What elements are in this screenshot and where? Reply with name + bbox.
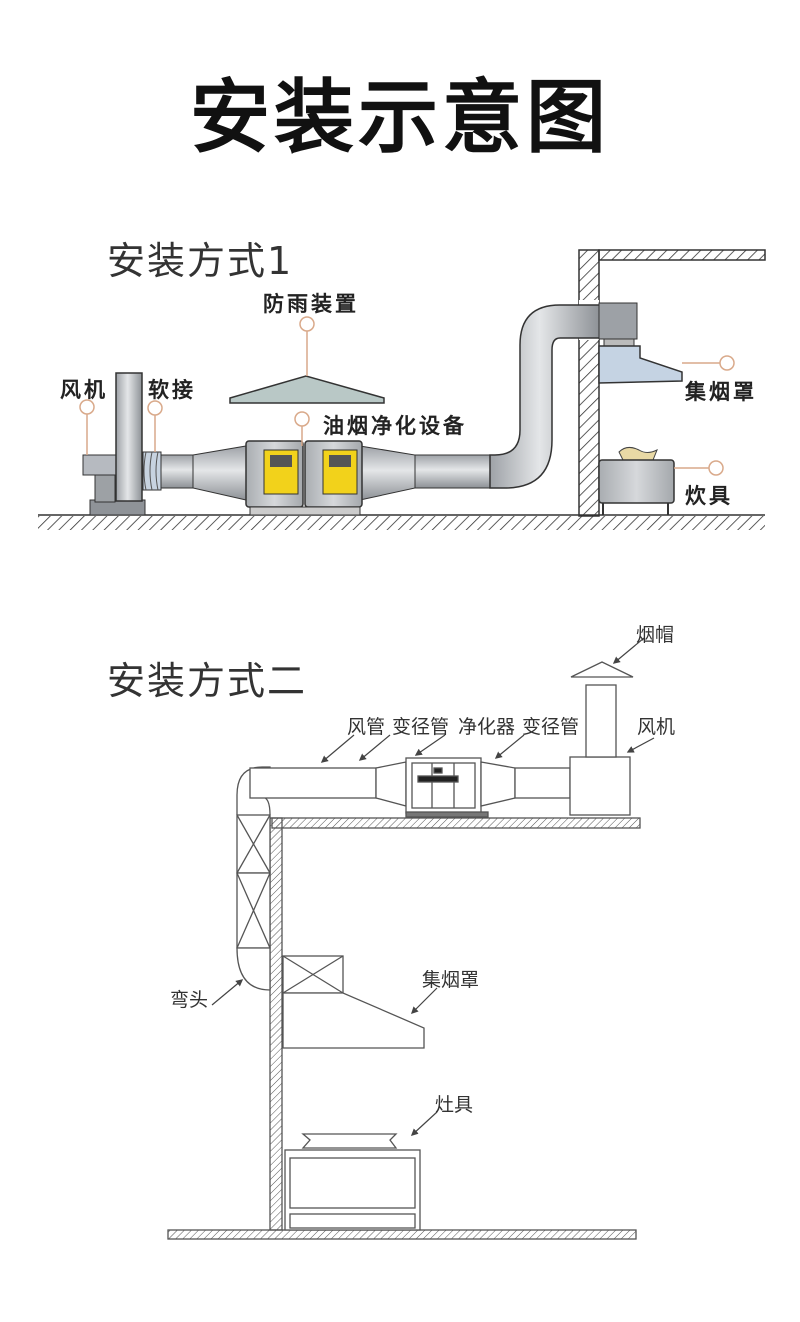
label-hood: 集烟罩	[685, 380, 757, 404]
method1-heading: 安装方式1	[107, 239, 294, 283]
label-reducer-in: 变径管	[392, 716, 450, 738]
ground	[167, 1229, 637, 1240]
label-flex-joint: 软接	[148, 378, 196, 402]
purifier-box	[405, 757, 482, 814]
label-air-duct: 风管	[347, 716, 386, 738]
fan-box	[569, 756, 631, 816]
page-title: 安装示意图	[190, 71, 610, 164]
stove	[598, 446, 675, 515]
label-reducer-out: 变径管	[522, 716, 580, 738]
label-purifier: 油烟净化设备	[323, 414, 467, 438]
label-hood: 集烟罩	[422, 969, 480, 991]
smoke-hood	[598, 338, 683, 384]
label-purifier: 净化器	[458, 716, 516, 738]
method2-heading: 安装方式二	[107, 659, 308, 703]
elbow-top	[236, 766, 271, 816]
rain-cover	[229, 375, 385, 404]
method1-diagram	[38, 249, 766, 530]
label-chimney-cap: 烟帽	[636, 624, 675, 646]
label-fan: 风机	[60, 378, 108, 402]
purifier-units	[245, 440, 363, 516]
chimney-cap	[570, 661, 634, 678]
label-rain-cover: 防雨装置	[263, 292, 359, 316]
ground-hatch	[38, 514, 765, 530]
stove-body	[284, 1149, 421, 1231]
label-elbow: 弯头	[170, 989, 209, 1011]
elbow-bottom	[236, 947, 271, 991]
wall	[269, 817, 283, 1231]
hood	[282, 992, 425, 1049]
label-stove: 灶具	[435, 1094, 474, 1116]
label-stove: 炊具	[685, 484, 733, 508]
label-fan: 风机	[637, 716, 676, 738]
flex-joint	[142, 451, 162, 491]
leader-lines	[79, 316, 735, 476]
roof-slab	[271, 817, 641, 829]
duct-section	[160, 302, 638, 501]
fan-unit	[82, 372, 146, 516]
